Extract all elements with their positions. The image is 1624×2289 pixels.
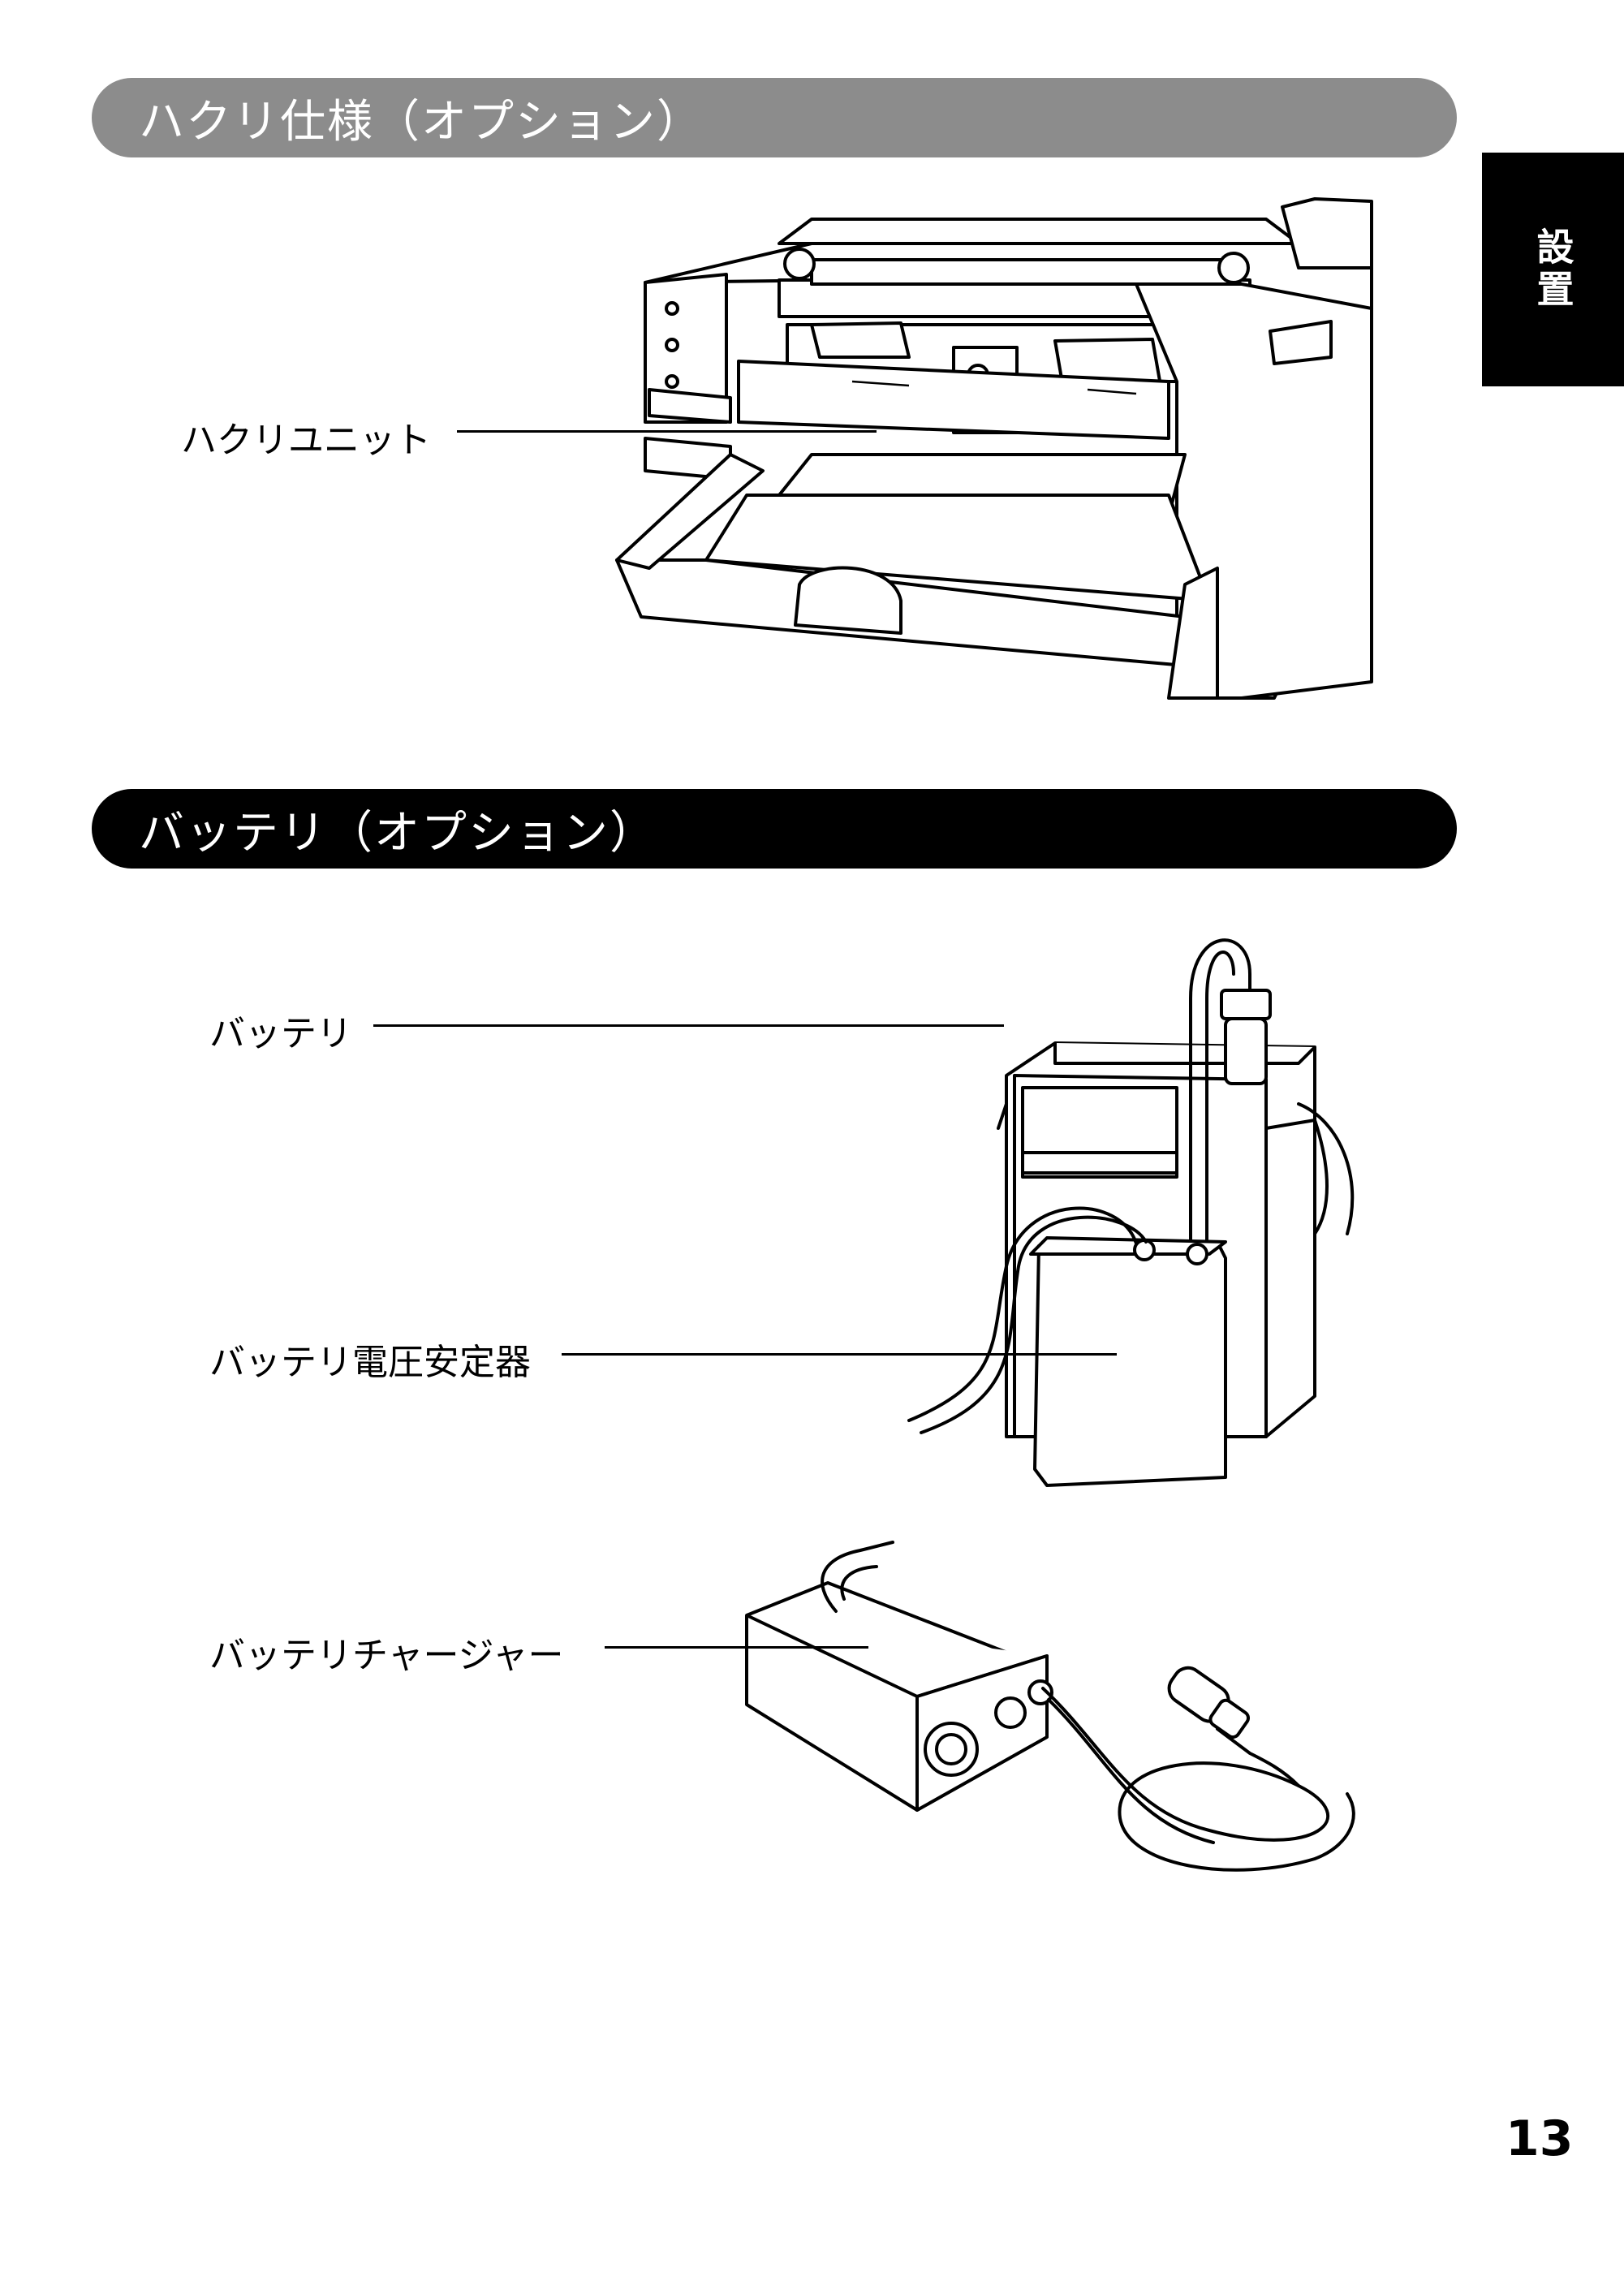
leader-battery [373, 1024, 1004, 1027]
chapter-side-tab: 設置 [1482, 153, 1624, 386]
section-title-peel: ハクリ仕様（オプション） [139, 95, 704, 149]
leader-peel-unit [457, 430, 877, 433]
leader-charger [605, 1646, 868, 1649]
label-peel-unit: ハクリユニット [181, 420, 431, 461]
section-header-peel: ハクリ仕様（オプション） [92, 78, 1457, 157]
battery-regulator-illustration [907, 938, 1355, 1487]
printer-peel-unit-illustration [615, 197, 1373, 700]
leader-regulator [562, 1353, 1117, 1356]
page-number: 13 [1506, 2110, 1574, 2167]
battery-charger-illustration [745, 1541, 1355, 1872]
section-title-battery: バッテリ（オプション） [139, 806, 657, 860]
label-charger: バッテリチャージャー [209, 1635, 564, 1676]
chapter-side-tab-label: 設置 [1531, 227, 1575, 312]
label-battery: バッテリ [209, 1013, 352, 1054]
label-regulator: バッテリ電圧安定器 [209, 1342, 531, 1383]
section-header-battery: バッテリ（オプション） [92, 789, 1457, 869]
